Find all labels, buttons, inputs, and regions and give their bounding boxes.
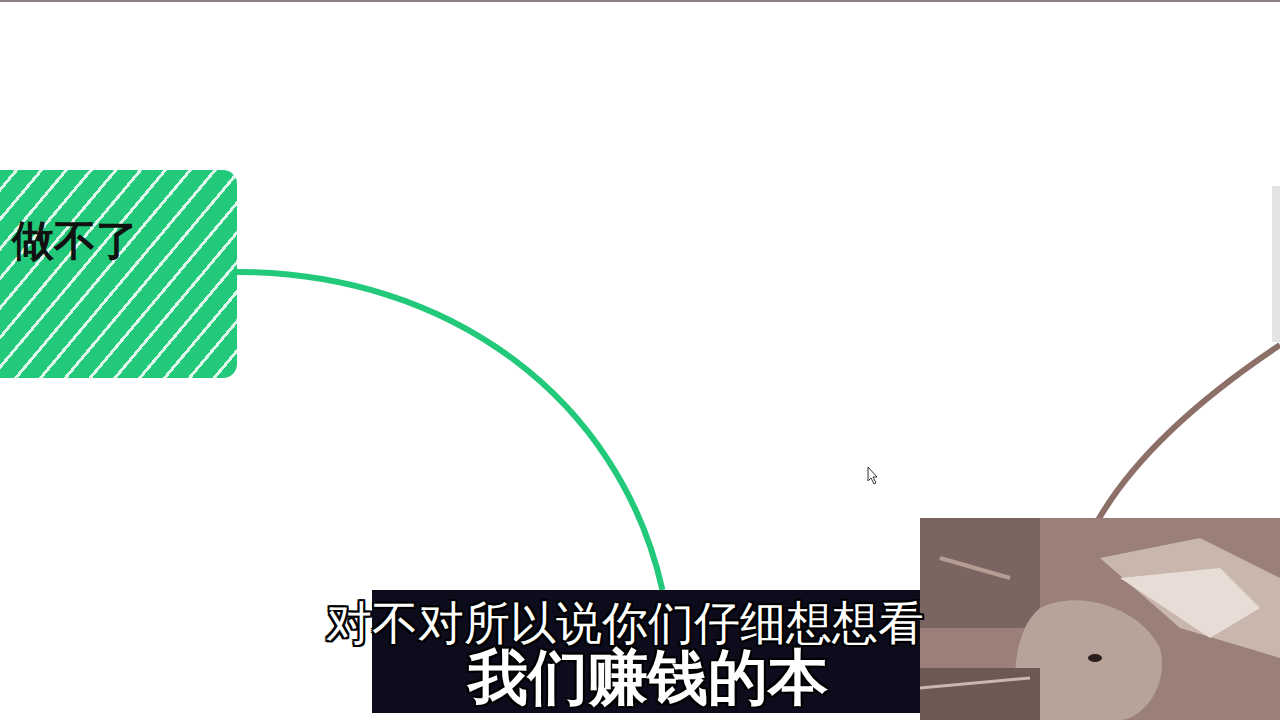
- video-thumbnail: [920, 518, 1280, 720]
- scrollbar: [1272, 186, 1280, 342]
- topic-box: 做不了: [0, 170, 237, 378]
- branch-line: [1097, 345, 1280, 522]
- node-text: 我们赚钱的本: [468, 646, 906, 709]
- top-border: [0, 0, 1280, 2]
- branch-connector: [237, 272, 662, 590]
- mouse-cursor: [868, 467, 877, 484]
- node-text: 做不了: [12, 218, 227, 264]
- subtitle-text: 对不对所以说你们仔细想想看: [326, 598, 924, 649]
